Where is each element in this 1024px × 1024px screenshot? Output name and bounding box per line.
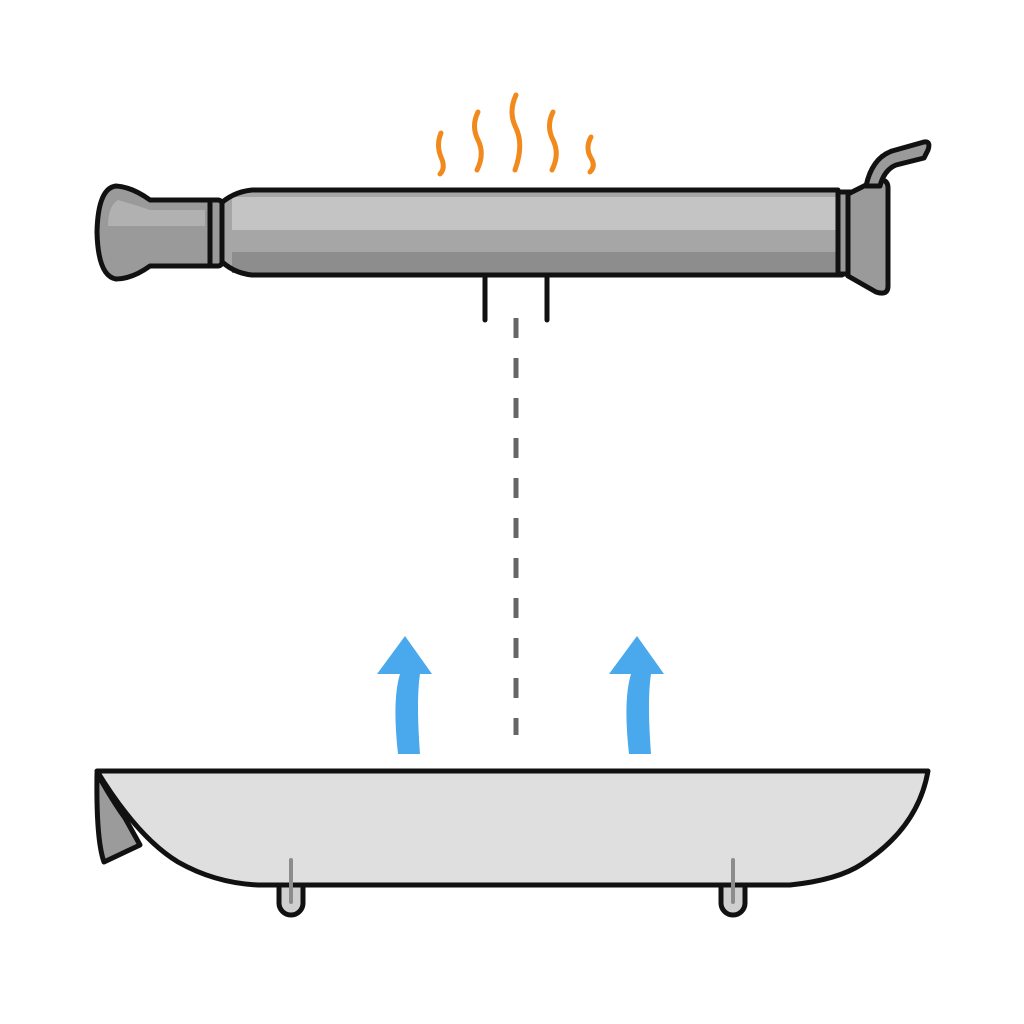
pipe-highlight xyxy=(232,197,836,230)
upward-arrow-icon xyxy=(377,636,664,754)
heat-wave-1 xyxy=(436,130,446,177)
pipe-shadow xyxy=(232,252,836,273)
tray-body xyxy=(94,768,931,888)
heat-waves-icon xyxy=(436,92,596,177)
pipe-left-bell-hl xyxy=(108,200,205,226)
tray-lip xyxy=(94,770,143,865)
airflow-arrow-left xyxy=(377,636,432,754)
heat-wave-5 xyxy=(585,134,596,175)
pipe-left-bell xyxy=(94,183,213,282)
drip-tray xyxy=(94,768,931,918)
airflow-arrow-right xyxy=(609,636,664,754)
pipe-outlet-tube xyxy=(863,139,932,189)
pipe-right-flare xyxy=(845,177,891,296)
heat-wave-2 xyxy=(472,109,484,173)
exhaust-pipe xyxy=(94,139,932,323)
heat-wave-4 xyxy=(547,109,559,173)
heat-wave-3 xyxy=(509,92,523,173)
